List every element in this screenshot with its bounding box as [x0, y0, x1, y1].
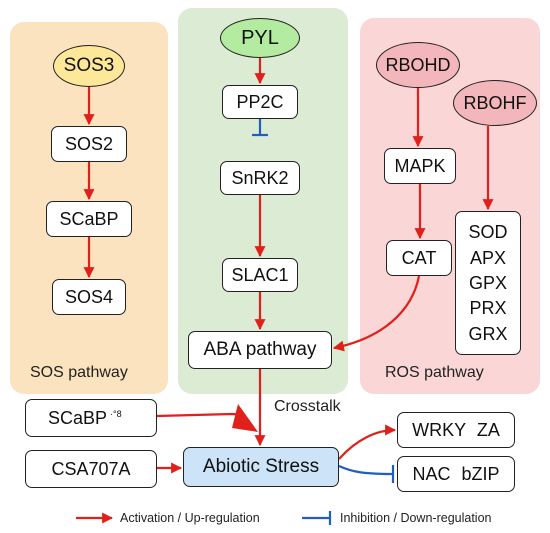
- scabp-input-label: SCaBP: [48, 407, 108, 428]
- crosstalk-label: Crosstalk: [274, 398, 341, 415]
- enzyme-grx: GRX: [468, 323, 508, 344]
- arrow-cat-aba: [332, 275, 421, 352]
- antioxidant-enzymes-node: SOD APX GPX PRX GRX: [455, 211, 521, 355]
- pp2c-node: PP2C: [222, 85, 298, 119]
- mapk-node: MAPK: [384, 148, 456, 184]
- enzyme-sod: SOD: [468, 222, 508, 243]
- rbohf-node: RBOHF: [453, 80, 537, 126]
- enzyme-apx: APX: [469, 247, 507, 268]
- ros-pathway-label: ROS pathway: [385, 364, 484, 381]
- aba-pathway-node: ABA pathway: [188, 331, 332, 369]
- abiotic-stress-node: Abiotic Stress: [183, 447, 339, 487]
- scabp-node: SCaBP: [46, 201, 132, 237]
- inhibit-abiotic-nac: [338, 465, 394, 476]
- sos2-node: SOS2: [51, 126, 127, 162]
- scabp-input-node: SCaBP ·°8: [25, 399, 157, 437]
- cat-node: CAT: [386, 240, 452, 276]
- nac-bzip-node: NAC bZIP: [397, 456, 515, 492]
- arrow-abiotic-wrky: [338, 424, 397, 460]
- sos4-node: SOS4: [52, 279, 126, 315]
- sos3-node: SOS3: [53, 45, 125, 87]
- wrky-za-node: WRKY ZA: [397, 412, 515, 448]
- enzyme-gpx: GPX: [468, 272, 507, 293]
- slac1-node: SLAC1: [222, 258, 298, 292]
- enzyme-prx: PRX: [469, 298, 507, 319]
- sos-pathway-label: SOS pathway: [30, 364, 128, 381]
- scabp-input-mark: ·°8: [110, 409, 122, 419]
- arrow-scabp-abiotic-head: [232, 404, 258, 432]
- pyl-node: PYL: [220, 18, 300, 58]
- snrk2-node: SnRK2: [220, 161, 300, 195]
- legend-activation-label: Activation / Up-regulation: [120, 511, 260, 525]
- legend-inhibition-label: Inhibition / Down-regulation: [340, 511, 492, 525]
- csa707a-node: CSA707A: [25, 450, 157, 488]
- rbohd-node: RBOHD: [376, 42, 460, 88]
